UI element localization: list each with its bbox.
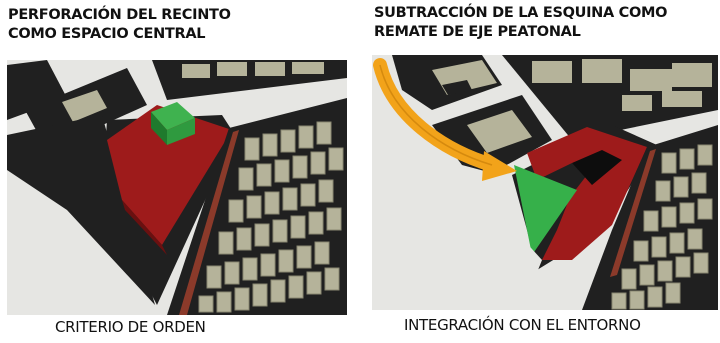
- building: [467, 110, 532, 153]
- red-volume: [107, 105, 232, 245]
- courtyard-void: [572, 150, 622, 185]
- red-volume-side: [122, 200, 167, 255]
- building-grid: [198, 121, 344, 313]
- green-volume-front: [167, 118, 195, 145]
- building-row-top: [182, 62, 324, 78]
- green-volume-top: [151, 102, 195, 130]
- green-triangle: [514, 165, 577, 255]
- right-panel-footer: INTEGRACIÓN CON EL ENTORNO: [404, 316, 641, 334]
- building: [62, 90, 107, 122]
- city-block: [7, 115, 155, 305]
- right-urban-diagram: [372, 55, 718, 310]
- edge-strip: [610, 149, 656, 277]
- left-title-line2: COMO ESPACIO CENTRAL: [8, 26, 206, 42]
- city-block: [7, 60, 67, 120]
- building-grid: [611, 144, 713, 310]
- right-title-line1: SUBTRACCIÓN DE LA ESQUINA COMO: [374, 5, 668, 21]
- arrow-outline: [379, 64, 493, 166]
- street-area: [372, 205, 542, 310]
- right-panel-title: SUBTRACCIÓN DE LA ESQUINA COMO REMATE DE…: [374, 4, 668, 42]
- courtyard: [442, 80, 472, 95]
- edge-strip: [179, 130, 239, 315]
- left-panel-footer: CRITERIO DE ORDEN: [55, 318, 206, 336]
- left-panel-title: PERFORACIÓN DEL RECINTO COMO ESPACIO CEN…: [8, 6, 231, 44]
- green-volume-side: [151, 112, 167, 145]
- right-title-line2: REMATE DE EJE PEATONAL: [374, 24, 581, 40]
- left-title-line1: PERFORACIÓN DEL RECINTO: [8, 7, 231, 23]
- arrow-head: [482, 151, 517, 181]
- building-row-top: [532, 59, 712, 111]
- left-urban-diagram: [7, 60, 347, 315]
